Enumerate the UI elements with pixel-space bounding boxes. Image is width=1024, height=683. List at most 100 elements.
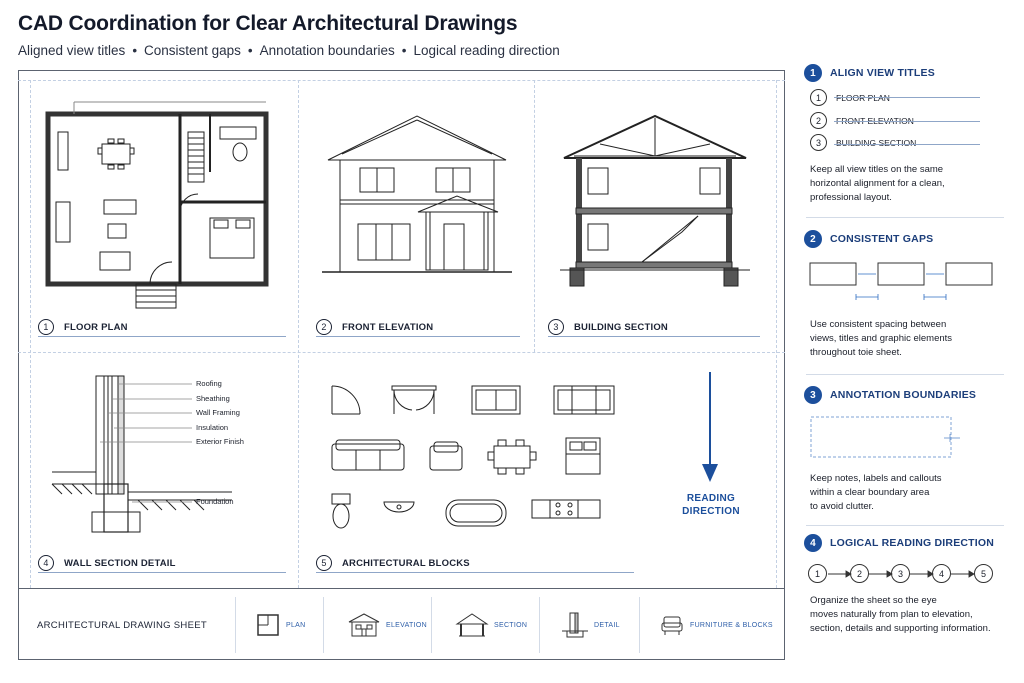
subtitle-item: Logical reading direction bbox=[413, 43, 560, 58]
architectural-blocks-drawing bbox=[331, 385, 615, 529]
section-number-badge: 4 bbox=[804, 534, 822, 552]
page-title: CAD Coordination for Clear Architectural… bbox=[18, 12, 518, 35]
example-label: BUILDING SECTION bbox=[836, 137, 917, 148]
reading-direction-arrow-icon bbox=[702, 372, 718, 482]
detail-icon bbox=[562, 612, 588, 638]
section-heading-text: ALIGN VIEW TITLES bbox=[830, 67, 935, 79]
subtitle-separator: • bbox=[247, 43, 253, 58]
view-title-building-section: 3 BUILDING SECTION bbox=[548, 319, 668, 335]
door-block-icon bbox=[331, 385, 361, 415]
guide-line bbox=[534, 80, 535, 352]
description-line: throughout toie sheet. bbox=[810, 347, 902, 358]
detail-label-sheathing: Sheathing bbox=[196, 394, 230, 403]
example-underline bbox=[834, 144, 980, 145]
flow-step: 2 bbox=[850, 564, 869, 583]
view-number: 3 bbox=[548, 319, 564, 335]
detail-label-insulation: Insulation bbox=[196, 423, 229, 432]
drawing-sheet bbox=[18, 70, 785, 660]
guide-line bbox=[298, 80, 299, 588]
subtitle-item: Aligned view titles bbox=[18, 43, 126, 58]
double-door-block-icon bbox=[391, 385, 437, 414]
example-number: 2 bbox=[810, 112, 827, 129]
footer-item-furniture-blocks: FURNITURE & BLOCKS bbox=[640, 597, 785, 653]
example-number: 1 bbox=[810, 89, 827, 106]
footer-item-label: ELEVATION bbox=[386, 621, 427, 629]
footer-item-label: DETAIL bbox=[594, 621, 620, 629]
subtitle-item: Consistent gaps bbox=[144, 43, 241, 58]
title-underline bbox=[38, 572, 286, 573]
description-line: to avoid clutter. bbox=[810, 501, 874, 512]
detail-label-wall-framing: Wall Framing bbox=[196, 408, 240, 417]
example-underline bbox=[834, 97, 980, 98]
title-underline bbox=[316, 336, 520, 337]
wall-section-detail-drawing bbox=[51, 375, 232, 533]
section-icon bbox=[455, 613, 489, 637]
view-title-label: FRONT ELEVATION bbox=[342, 321, 434, 333]
sink-block-icon bbox=[383, 501, 415, 513]
flow-step-number: 4 bbox=[932, 564, 951, 583]
description-line: views, titles and graphic elements bbox=[810, 333, 953, 344]
description-line: moves naturally from plan to elevation, bbox=[810, 609, 973, 620]
dining-table-block-icon bbox=[487, 439, 537, 475]
view-title-label: ARCHITECTURAL BLOCKS bbox=[342, 557, 470, 569]
sidebar-heading-logical-reading-direction: 4 LOGICAL READING DIRECTION bbox=[804, 534, 994, 552]
sidebar-divider bbox=[806, 217, 1004, 218]
consistent-gaps-diagram bbox=[809, 262, 993, 300]
flow-step-number: 2 bbox=[850, 564, 869, 583]
reading-flow: 1 2 3 4 5 bbox=[808, 564, 998, 584]
annotation-boundary-diagram bbox=[810, 416, 960, 458]
guide-line bbox=[776, 80, 777, 588]
subtitle-item: Annotation boundaries bbox=[259, 43, 395, 58]
sidebar-divider bbox=[806, 525, 1004, 526]
flow-step-number: 1 bbox=[808, 564, 827, 583]
toilet-block-icon bbox=[331, 493, 351, 529]
description-line: section, details and supporting informat… bbox=[810, 623, 991, 634]
guide-line bbox=[18, 80, 785, 81]
flow-arrows bbox=[828, 570, 975, 578]
elevation-icon bbox=[348, 613, 380, 637]
flow-step: 4 bbox=[932, 564, 951, 583]
example-number: 3 bbox=[810, 134, 827, 151]
view-title-label: FLOOR PLAN bbox=[64, 321, 128, 333]
guide-line bbox=[30, 80, 31, 588]
view-number: 4 bbox=[38, 555, 54, 571]
sofa-block-icon bbox=[331, 439, 405, 471]
detail-label-foundation: Foundation bbox=[196, 497, 234, 506]
footer-item-label: FURNITURE & BLOCKS bbox=[690, 621, 773, 629]
description-line: within a clear boundary area bbox=[810, 487, 930, 498]
sidebar-divider bbox=[806, 374, 1004, 375]
title-block-name-cell: ARCHITECTURAL DRAWING SHEET bbox=[18, 597, 236, 653]
floor-plan-drawing bbox=[45, 101, 269, 309]
title-underline bbox=[316, 572, 634, 573]
sidebar-title-example: 3 BUILDING SECTION bbox=[810, 134, 916, 151]
reading-line: DIRECTION bbox=[682, 506, 740, 517]
guide-line bbox=[18, 352, 785, 353]
kitchen-counter-block-icon bbox=[531, 499, 601, 519]
footer-item-label: SECTION bbox=[494, 621, 528, 629]
example-underline bbox=[834, 121, 980, 122]
bathtub-block-icon bbox=[445, 499, 507, 527]
bed-block-icon bbox=[565, 437, 601, 475]
section-heading-text: LOGICAL READING DIRECTION bbox=[830, 537, 995, 549]
view-title-front-elevation: 2 FRONT ELEVATION bbox=[316, 319, 433, 335]
section-heading-text: CONSISTENT GAPS bbox=[830, 233, 934, 245]
flow-step-number: 3 bbox=[891, 564, 910, 583]
plan-icon bbox=[257, 614, 279, 636]
detail-label-exterior-finish: Exterior Finish bbox=[196, 437, 244, 446]
view-number: 2 bbox=[316, 319, 332, 335]
flow-step: 1 bbox=[808, 564, 827, 583]
view-title-label: BUILDING SECTION bbox=[574, 321, 668, 333]
front-elevation-drawing bbox=[322, 115, 512, 273]
detail-label-roofing: Roofing bbox=[196, 379, 222, 388]
title-block: ARCHITECTURAL DRAWING SHEET PLAN ELEVATI… bbox=[18, 588, 785, 660]
flow-step: 5 bbox=[974, 564, 993, 583]
